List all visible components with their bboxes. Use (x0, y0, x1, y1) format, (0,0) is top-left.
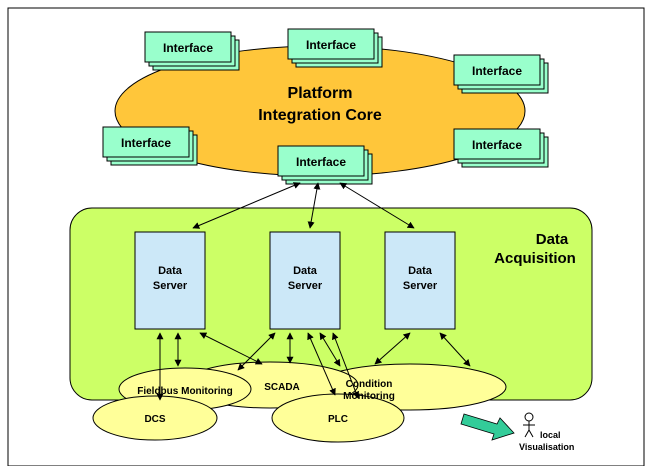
dcs-ellipse (92, 395, 218, 441)
interface-box-bottom-center: Interface (277, 145, 373, 185)
interface-label: Interface (472, 138, 522, 152)
interface-label: Interface (163, 41, 213, 55)
interface-box-top-left: Interface (144, 31, 240, 71)
data-server-2-label-line2: Server (288, 280, 323, 292)
local-visualisation-label-line2: Visualisation (519, 442, 574, 452)
plc-label: PLC (328, 414, 348, 425)
core-label-line1: Platform (288, 85, 353, 102)
scada-label: SCADA (264, 382, 300, 393)
data-server-3 (384, 231, 456, 330)
core-label-line2: Integration Core (258, 107, 382, 124)
server-field-arrows (156, 332, 471, 401)
monitoring-label: Monitoring (343, 391, 395, 402)
data-server-1 (134, 231, 206, 330)
interface-label: Interface (306, 38, 356, 52)
condition-label: Condition (346, 379, 393, 390)
person-icon (523, 412, 535, 438)
data-server-2 (269, 231, 341, 330)
interface-box-right: Interface (453, 128, 549, 168)
block-arrow-icon (460, 413, 515, 441)
interface-label: Interface (121, 136, 171, 150)
interface-label: Interface (296, 155, 346, 169)
fieldbus-monitoring-label: Fieldbus Monitoring (137, 386, 233, 397)
acquisition-label-line1: Data (536, 231, 569, 248)
dcs-label: DCS (144, 414, 165, 425)
acquisition-label-line2: Acquisition (494, 250, 576, 267)
interface-box-left: Interface (102, 126, 198, 166)
data-server-2-label-line1: Data (293, 265, 318, 277)
data-server-1-label-line2: Server (153, 280, 188, 292)
data-server-3-label-line1: Data (408, 265, 433, 277)
local-visualisation-label-line1: local (540, 430, 561, 440)
interface-box-top-right: Interface (453, 54, 549, 94)
interface-box-top-center: Interface (287, 28, 383, 68)
interface-label: Interface (472, 64, 522, 78)
data-server-3-label-line2: Server (403, 280, 438, 292)
data-server-1-label-line1: Data (158, 265, 183, 277)
core-server-arrows (192, 182, 415, 229)
